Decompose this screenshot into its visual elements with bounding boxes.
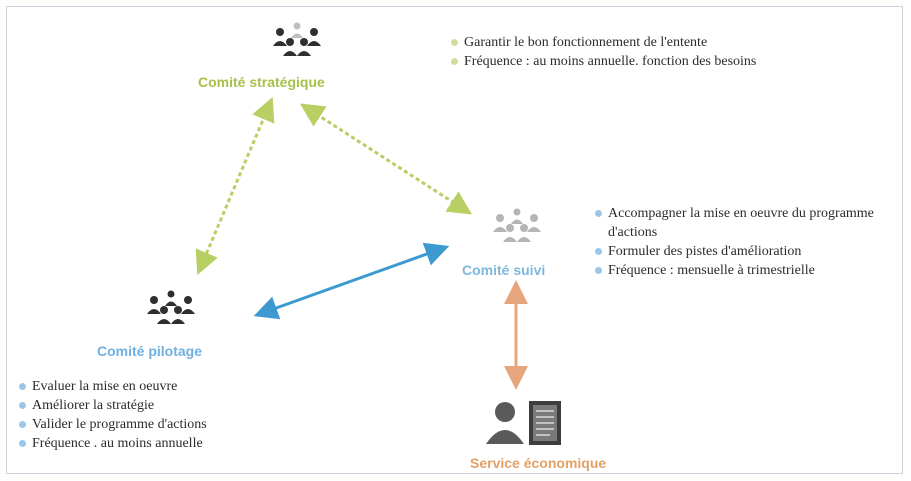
bullet-dot — [19, 421, 26, 428]
bullet-dot — [19, 383, 26, 390]
bullets-suivi: Accompagner la mise en oeuvre du program… — [594, 204, 899, 280]
document-icon — [528, 400, 562, 451]
bullet-dot — [19, 402, 26, 409]
list-item: Accompagner la mise en oeuvre du program… — [594, 204, 899, 242]
bullet-dot — [19, 440, 26, 447]
bullets-strategique: Garantir le bon fonctionnement de l'ente… — [450, 33, 850, 71]
list-item: Améliorer la stratégie — [18, 396, 338, 415]
bullet-dot — [451, 39, 458, 46]
list-item: Formuler des pistes d'amélioration — [594, 242, 899, 261]
bullet-dot — [595, 267, 602, 274]
node-title-pilotage: Comité pilotage — [97, 343, 203, 359]
bullet-dot — [595, 210, 602, 217]
people-group-icon — [142, 288, 202, 333]
arrow-strategique-suivi — [299, 103, 473, 215]
bullet-dot — [451, 58, 458, 65]
people-group-icon — [268, 20, 328, 65]
node-title-suivi: Comité suivi — [462, 262, 546, 278]
diagram-frame — [6, 6, 903, 474]
person-icon — [484, 398, 526, 449]
list-item: Fréquence . au moins annuelle — [18, 434, 338, 453]
list-item: Garantir le bon fonctionnement de l'ente… — [450, 33, 850, 52]
list-item: Fréquence : au moins annuelle. fonction … — [450, 52, 850, 71]
bullets-pilotage: Evaluer la mise en oeuvre Améliorer la s… — [18, 377, 338, 453]
node-title-strategique: Comité stratégique — [198, 74, 325, 90]
list-item: Valider le programme d'actions — [18, 415, 338, 434]
list-item: Evaluer la mise en oeuvre — [18, 377, 338, 396]
people-group-icon — [488, 206, 548, 251]
list-item: Fréquence : mensuelle à trimestrielle — [594, 261, 899, 280]
arrow-pilotage-suivi — [253, 242, 450, 320]
node-title-service: Service économique — [470, 455, 607, 471]
bullet-dot — [595, 248, 602, 255]
arrow-strategique-pilotage — [195, 96, 275, 276]
